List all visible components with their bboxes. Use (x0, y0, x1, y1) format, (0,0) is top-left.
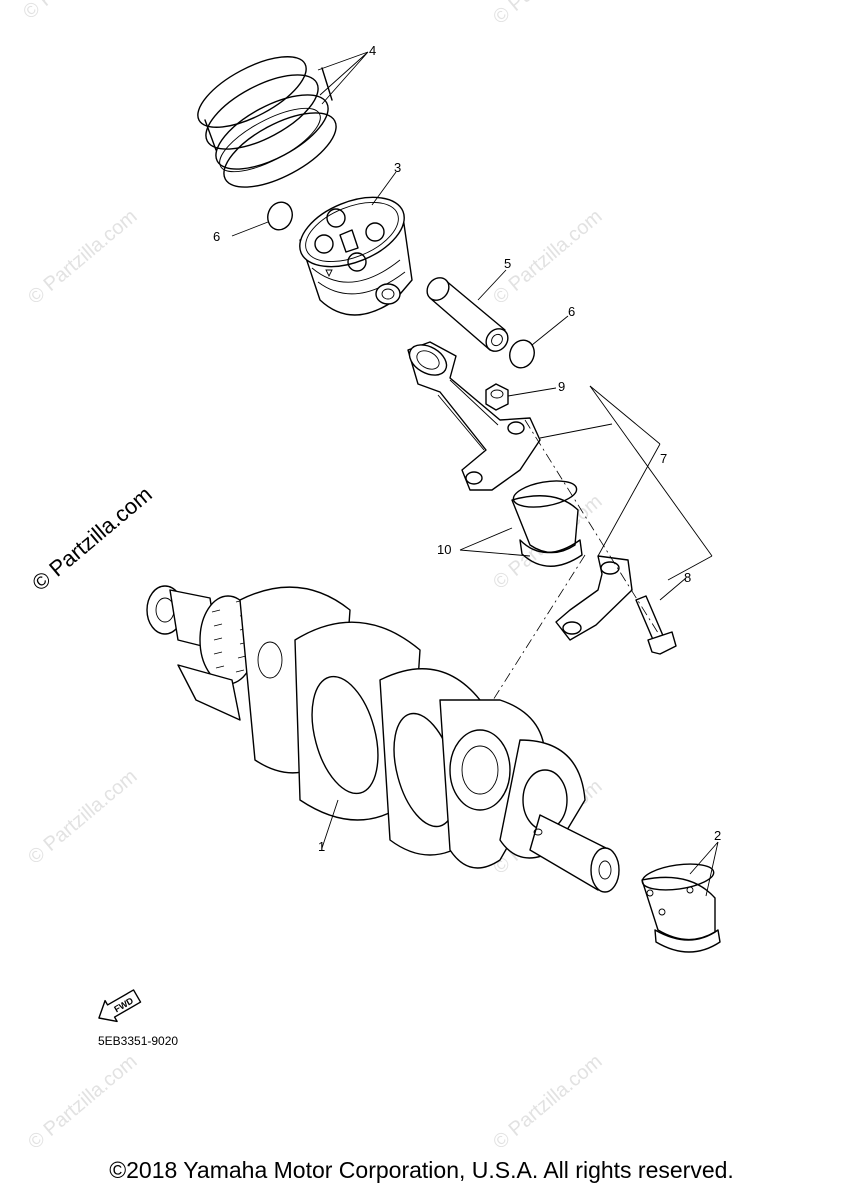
callout-3: 3 (394, 160, 401, 175)
crankshaft (146, 585, 620, 893)
alignment-line (524, 419, 661, 637)
callout-5: 5 (504, 256, 511, 271)
watermark: © Partzilla.com (489, 0, 606, 29)
watermark: © Partzilla.com (24, 1050, 141, 1153)
leader-lines (231, 51, 719, 897)
copyright-notice: ©2018 Yamaha Motor Corporation, U.S.A. A… (109, 1157, 734, 1183)
callout-2: 2 (714, 828, 721, 843)
fwd-arrow-icon: FWD (98, 989, 142, 1023)
callout-1: 1 (318, 839, 325, 854)
callout-8: 8 (684, 570, 691, 585)
piston (299, 196, 413, 316)
watermark: © Partzilla.com (19, 0, 136, 24)
callout-6: 6 (213, 229, 220, 244)
conrod-bolt (635, 595, 677, 655)
callout-6: 6 (568, 304, 575, 319)
piston-pin (426, 277, 509, 352)
piston-rings (197, 56, 337, 188)
callouts: 4 3 6 5 6 9 7 10 8 1 2 (213, 43, 721, 854)
callout-4: 4 (369, 43, 376, 58)
main-bearings (641, 863, 721, 953)
watermark: © Partzilla.com (24, 765, 141, 868)
callout-9: 9 (558, 379, 565, 394)
piston-pin-clips (267, 201, 535, 369)
conrod-nut (485, 383, 509, 411)
conrod-cap (555, 555, 633, 641)
watermark-layer: © Partzilla.com © Partzilla.com © Partzi… (19, 0, 606, 1154)
conrod-bearings (511, 480, 583, 567)
callout-7: 7 (660, 451, 667, 466)
watermark: © Partzilla.com (24, 205, 141, 308)
connecting-rod (407, 341, 541, 491)
callout-10: 10 (437, 542, 451, 557)
watermark-large: © Partzilla.com (27, 481, 157, 595)
watermark: © Partzilla.com (489, 1050, 606, 1153)
diagram-code: 5EB3351-9020 (98, 1034, 179, 1048)
